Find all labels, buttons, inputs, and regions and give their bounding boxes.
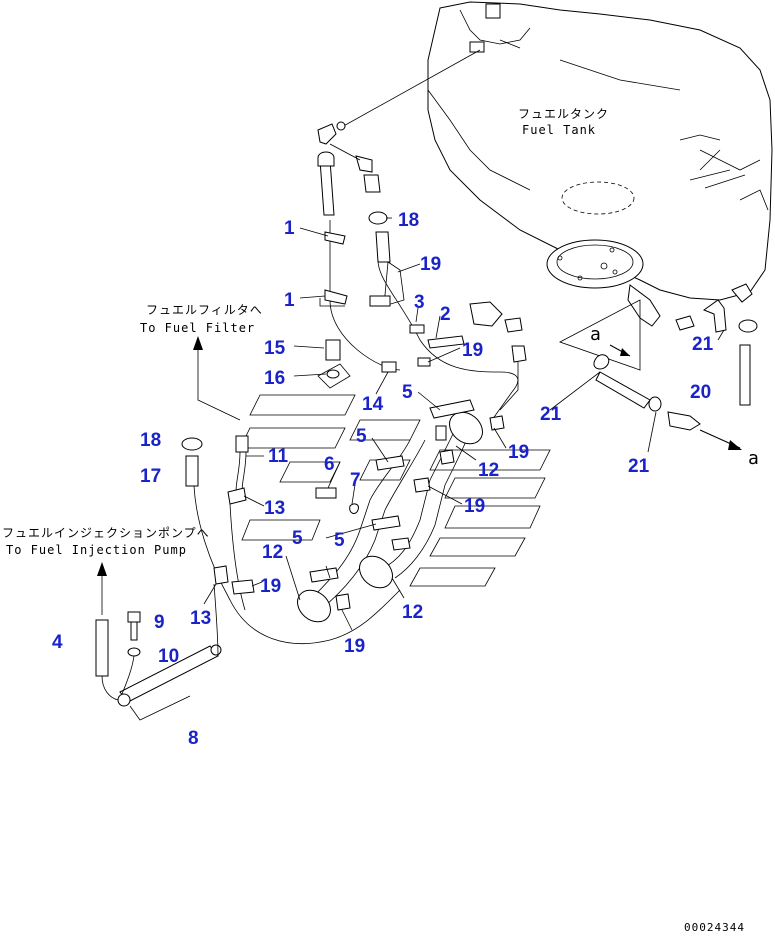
left-fittings xyxy=(95,435,401,721)
part-label-12: 12 xyxy=(262,542,283,563)
view-a-right-label: a xyxy=(748,448,760,469)
drawing-number: 00024344 xyxy=(684,921,745,934)
part-label-15: 15 xyxy=(264,338,286,359)
direction-arrows xyxy=(97,336,241,615)
part-label-21: 21 xyxy=(628,456,650,477)
part-label-21: 21 xyxy=(540,404,562,425)
part-label-12: 12 xyxy=(402,602,423,623)
part-label-18: 18 xyxy=(140,430,161,451)
part-label-19: 19 xyxy=(260,576,281,597)
part-label-7: 7 xyxy=(350,470,361,491)
part-callouts: 1 1 2 3 4 5 5 5 5 6 7 8 9 10 11 12 12 12… xyxy=(52,210,714,749)
part-label-6: 6 xyxy=(324,454,335,475)
right-fittings xyxy=(593,283,758,431)
view-a-marker: a a xyxy=(558,299,760,469)
fuel-tank-caption-en: Fuel Tank xyxy=(522,123,596,137)
part-label-21: 21 xyxy=(692,334,714,355)
part-label-13: 13 xyxy=(190,608,211,629)
part-label-19: 19 xyxy=(420,254,441,275)
view-a-upper-label: a xyxy=(590,324,602,345)
part-label-20: 20 xyxy=(690,382,711,403)
part-label-1: 1 xyxy=(284,218,295,239)
part-label-10: 10 xyxy=(158,646,179,667)
fuel-tank-caption-jp: フュエルタンク xyxy=(518,107,609,121)
part-label-1: 1 xyxy=(284,290,295,311)
part-label-19: 19 xyxy=(508,442,529,463)
part-label-4: 4 xyxy=(52,632,63,653)
part-label-17: 17 xyxy=(140,466,161,487)
part-label-5: 5 xyxy=(334,530,345,551)
part-label-14: 14 xyxy=(362,394,384,415)
fuel-filter-caption-en: To Fuel Filter xyxy=(140,321,255,335)
part-label-5: 5 xyxy=(292,528,303,549)
leader-lines xyxy=(203,217,725,631)
injection-pump-caption-jp: フュエルインジェクションポンプへ xyxy=(2,526,210,540)
part-label-2: 2 xyxy=(440,304,451,325)
part-label-5: 5 xyxy=(402,382,413,403)
captions: フュエルタンク Fuel Tank フュエルフィルタへ To Fuel Filt… xyxy=(2,107,745,934)
fuel-filter-caption-jp: フュエルフィルタへ xyxy=(146,303,263,317)
part-label-13: 13 xyxy=(264,498,285,519)
part-label-5: 5 xyxy=(356,426,367,447)
part-label-9: 9 xyxy=(154,612,165,633)
injection-pump-caption-en: To Fuel Injection Pump xyxy=(6,543,187,557)
part-label-18: 18 xyxy=(398,210,419,231)
part-label-16: 16 xyxy=(264,368,285,389)
fuel-tank xyxy=(339,1,773,327)
part-label-8: 8 xyxy=(188,728,199,749)
part-label-19: 19 xyxy=(344,636,365,657)
part-label-19: 19 xyxy=(464,496,485,517)
part-label-19: 19 xyxy=(462,340,483,361)
main-pipes xyxy=(297,399,505,623)
part-label-11: 11 xyxy=(268,446,289,467)
part-label-12: 12 xyxy=(478,460,499,481)
part-label-3: 3 xyxy=(414,292,425,313)
upper-fittings xyxy=(317,121,527,421)
